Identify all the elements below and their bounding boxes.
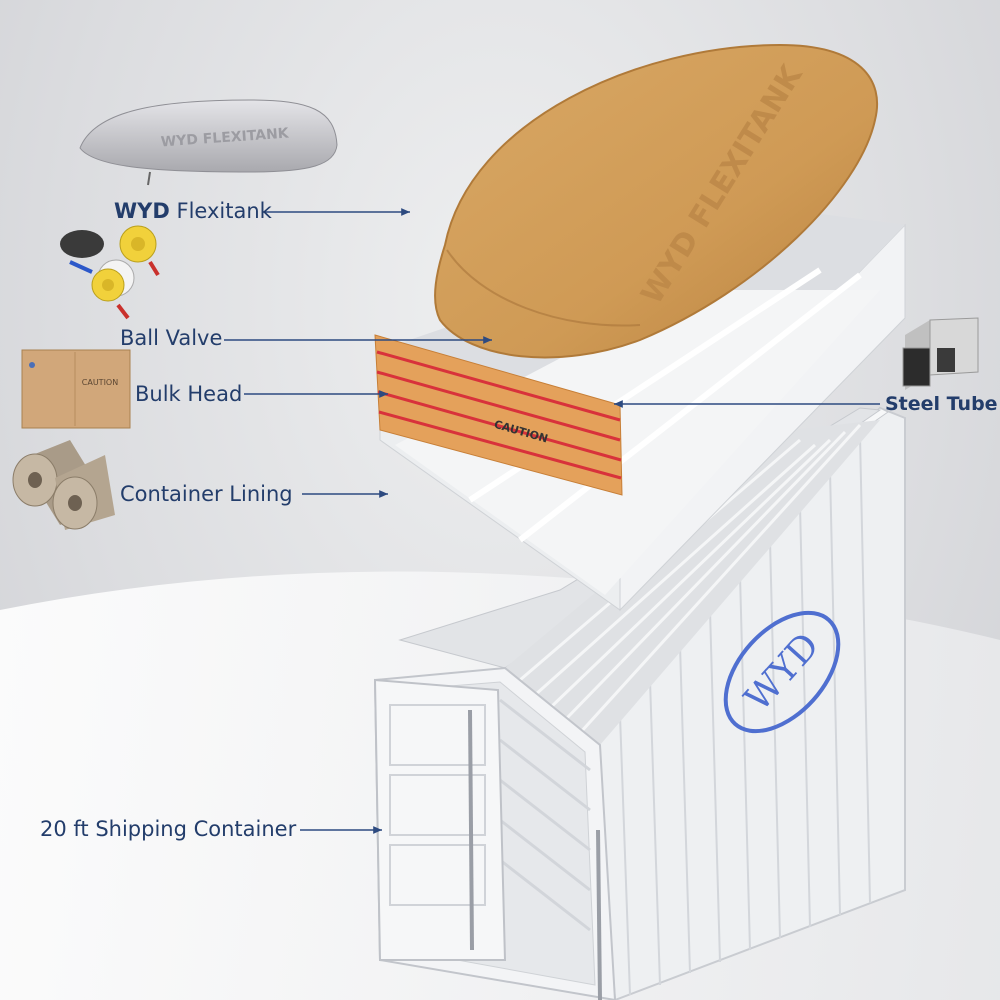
callout-arrows (224, 208, 880, 834)
bulkhead-panel: CAUTION (374, 334, 623, 496)
shipping-container: WYD (373, 406, 906, 1000)
ball-valve-label: Ball Valve (120, 326, 223, 350)
flexitank-label: WYD Flexitank (114, 201, 272, 222)
steel-tube-icon (902, 317, 979, 390)
svg-text:CAUTION: CAUTION (82, 378, 118, 387)
shipping-container-label: 20 ft Shipping Container (40, 817, 297, 841)
flexitank-label-text: Flexitank (169, 199, 272, 223)
flexitank-bag-icon: WYD FLEXITANK (79, 99, 338, 186)
ball-valve-icon (60, 225, 160, 320)
bulk-head-label: Bulk Head (135, 382, 243, 406)
container-lining-label: Container Lining (120, 482, 293, 506)
steel-tube-label: Steel Tube (885, 393, 998, 415)
bulkhead-box-icon: CAUTION (21, 349, 131, 429)
paper-roll-icon (12, 440, 115, 530)
flexitank-label-brand: WYD (114, 199, 170, 223)
